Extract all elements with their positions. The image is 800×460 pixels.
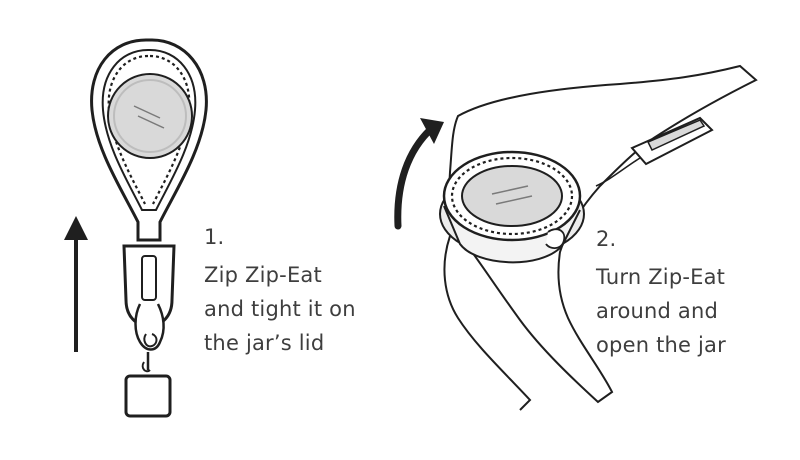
step-1-line-3: the jar’s lid — [204, 331, 325, 355]
step-2-caption: 2. Turn Zip-Eat around and open the jar — [596, 222, 726, 362]
step-2-line-3: open the jar — [596, 333, 726, 357]
hand-icon — [443, 64, 758, 411]
step-1-line-1: Zip Zip-Eat — [204, 263, 322, 287]
step-1-caption: 1. Zip Zip-Eat and tight it on the jar’s… — [204, 220, 356, 360]
up-arrow-icon — [64, 216, 88, 352]
step-2-line-2: around and — [596, 299, 719, 323]
jar-lid-icon — [107, 73, 193, 159]
step-1-line-2: and tight it on — [204, 297, 356, 321]
step-2-line-1: Turn Zip-Eat — [596, 265, 726, 289]
zipper-pull-icon — [122, 244, 176, 418]
step-2-number: 2. — [596, 227, 617, 251]
curved-rotate-arrow-icon — [394, 118, 444, 230]
jar-icon — [439, 150, 585, 264]
step-1-number: 1. — [204, 225, 225, 249]
